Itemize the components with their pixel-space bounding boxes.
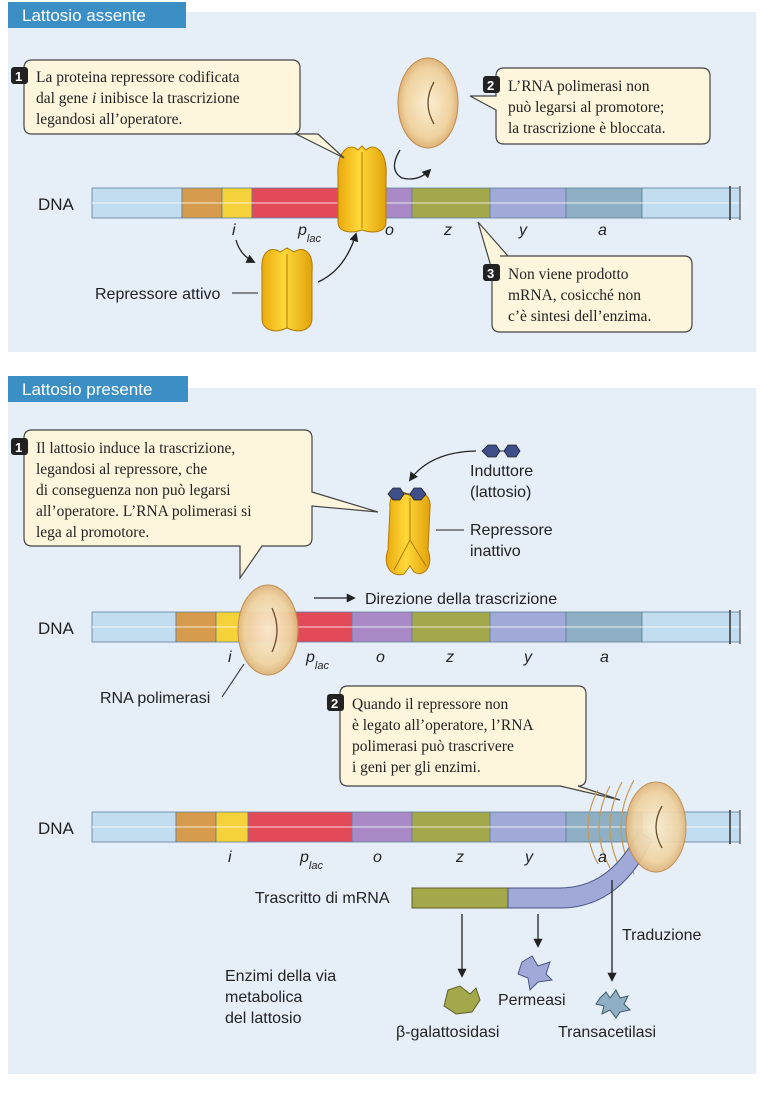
callout-2-top: 2 L’RNA polimerasi non può legarsi al pr… xyxy=(469,67,711,145)
step-badge-1 xyxy=(11,438,28,455)
step-number-2: 2 xyxy=(487,78,494,93)
polymerase-blocked-arrow xyxy=(393,149,432,180)
inducer-label-line-2: (lattosio) xyxy=(470,484,531,501)
panel-title: Lattosio presente xyxy=(22,380,152,399)
inducer-arrow xyxy=(408,450,477,482)
step-badge-3 xyxy=(483,264,500,281)
gene-label-o: o xyxy=(385,222,394,239)
polymerase-label: RNA polimerasi xyxy=(100,690,210,707)
active-repressor-label: Repressore attivo xyxy=(95,286,220,303)
gene-label-z: z xyxy=(443,222,452,239)
dna-strand xyxy=(91,186,745,220)
gene-label-a: a xyxy=(600,649,609,666)
gene-label-i: i xyxy=(232,222,236,239)
callout-1-line-4: all’operatore. L’RNA polimerasi si xyxy=(36,503,252,520)
gene-label-p: plac xyxy=(297,222,321,245)
callout-1-bottom: 1 Il lattosio induce la trascrizione, le… xyxy=(11,429,379,580)
bound-rna-polymerase-icon xyxy=(237,584,299,676)
gene-label-y: y xyxy=(524,849,534,866)
panel-header xyxy=(8,376,188,402)
gene-label-p-sub: lac xyxy=(307,233,322,245)
gene-label-a: a xyxy=(598,849,607,866)
inactive-repressor-label-line-1: Repressore xyxy=(470,522,553,539)
callout-2-line-2: può legarsi al promotore; xyxy=(508,99,664,116)
i-to-repressor-arrow xyxy=(235,239,256,263)
gene-label-p-main: p xyxy=(297,222,307,239)
step-number-1: 1 xyxy=(15,440,22,455)
callout-1-top: 1 La proteina repressore codificata dal … xyxy=(11,59,345,159)
panel-header xyxy=(8,2,186,28)
callout-3-top: 3 Non viene prodotto mRNA, cosicché non … xyxy=(477,221,693,333)
callout-3-line-3: c’è sintesi dell’enzima. xyxy=(508,308,651,325)
step-badge-2 xyxy=(483,76,500,93)
callout-1-line-1: Il lattosio induce la trascrizione, xyxy=(36,440,235,457)
step-number-1: 1 xyxy=(15,69,22,84)
callout-3-line-2: mRNA, cosicché non xyxy=(508,287,641,304)
repressor-to-operator-arrow xyxy=(317,232,359,283)
callout-1-line-5: lega al promotore. xyxy=(36,524,149,541)
active-repressor-icon xyxy=(261,247,313,332)
mrna-label: Trascritto di mRNA xyxy=(255,890,390,907)
gene-label-o: o xyxy=(376,649,385,666)
enzymes-label-line-1: Enzimi della via xyxy=(225,968,336,985)
callout-3-line-1: Non viene prodotto xyxy=(508,266,629,283)
panel-lactose-absent: Lattosio assente DNA i plac o z y a xyxy=(8,2,756,352)
enzymes-label-line-3: del lattosio xyxy=(225,1010,302,1027)
step-badge-1 xyxy=(11,67,28,84)
dna-label-3: DNA xyxy=(38,819,75,838)
panel-title: Lattosio assente xyxy=(22,6,146,25)
callout-1-line-2: dal gene i inibisce la trascrizione xyxy=(36,90,240,107)
callout-1-line-2: legandosi al repressore, che xyxy=(36,461,207,478)
direction-label: Direzione della trascrizione xyxy=(365,591,557,608)
permease-label: Permeasi xyxy=(498,992,566,1009)
step-number-3: 3 xyxy=(487,266,494,281)
callout-1-line-3: legandosi all’operatore. xyxy=(36,111,182,128)
gene-label-o: o xyxy=(373,849,382,866)
motion-lines xyxy=(587,779,635,875)
gene-label-a: a xyxy=(598,222,607,239)
gene-label-p: plac xyxy=(299,849,323,872)
step-badge-2 xyxy=(327,694,344,711)
bound-repressor-icon xyxy=(337,145,387,233)
gene-label-y: y xyxy=(518,222,528,239)
callout-1-line-1: La proteina repressore codificata xyxy=(36,69,240,86)
enzymes-label-line-2: metabolica xyxy=(225,989,302,1006)
dna-label-2: DNA xyxy=(38,619,75,638)
gene-label-i: i xyxy=(228,649,232,666)
translation-label: Traduzione xyxy=(622,927,702,944)
inactive-repressor-label-line-2: inattivo xyxy=(470,543,521,560)
transacetylase-icon xyxy=(595,989,632,1019)
gene-label-p: plac xyxy=(305,649,329,672)
callout-2-line-2: è legato all’operatore, l’RNA xyxy=(352,717,534,734)
rna-polymerase-icon xyxy=(397,57,459,149)
panel-lactose-present: Lattosio presente 1 Il lattosio induce l… xyxy=(8,376,756,1074)
transacetylase-label: Transacetilasi xyxy=(558,1024,656,1041)
callout-1-line-3: di conseguenza non può legarsi xyxy=(36,482,231,499)
inactive-repressor-icon xyxy=(385,487,431,576)
dna-strand-2 xyxy=(91,610,745,644)
callout-2-line-1: Quando il repressore non xyxy=(352,696,508,713)
permease-icon xyxy=(517,955,554,992)
gene-label-i: i xyxy=(228,849,232,866)
step-number-2: 2 xyxy=(331,696,338,711)
gene-label-z: z xyxy=(445,649,454,666)
callout-2-line-3: la trascrizione è bloccata. xyxy=(508,120,666,137)
callout-2-line-3: polimerasi può trascrivere xyxy=(352,738,514,755)
inducer-label-line-1: Induttore xyxy=(470,463,533,480)
gene-label-z: z xyxy=(455,849,464,866)
gene-label-y: y xyxy=(523,649,533,666)
inducer-icon xyxy=(481,444,521,458)
callout-2-line-4: i geni per gli enzimi. xyxy=(352,759,481,776)
galactosidase-label: β-galattosidasi xyxy=(396,1024,499,1041)
mrna-transcript xyxy=(411,831,653,909)
transcribing-rna-polymerase-icon xyxy=(625,781,687,873)
galactosidase-icon xyxy=(443,985,481,1015)
dna-label: DNA xyxy=(38,195,75,214)
callout-2-line-1: L’RNA polimerasi non xyxy=(508,78,650,95)
callout-2-bottom: 2 Quando il repressore non è legato all’… xyxy=(327,685,621,801)
